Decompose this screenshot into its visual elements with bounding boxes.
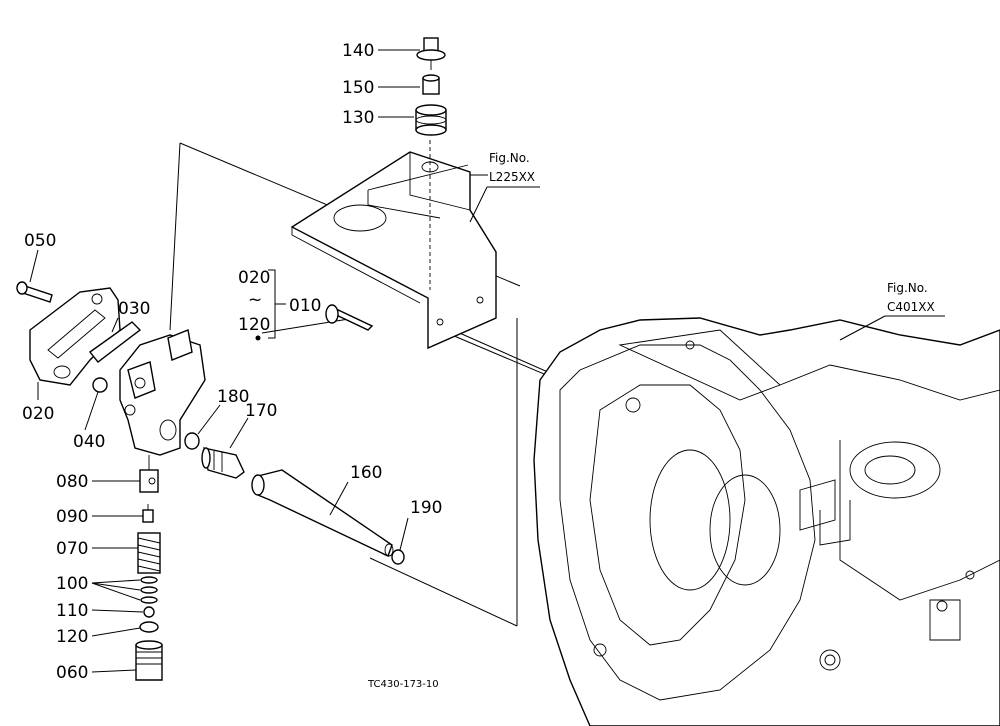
bolt-050	[16, 281, 53, 303]
label-040: 040	[73, 432, 105, 452]
label-160: 160	[350, 463, 382, 483]
drawing-code: TC430-173-10	[367, 679, 439, 690]
label-110: 110	[56, 601, 88, 621]
label-010: 010	[289, 296, 321, 316]
ring-110	[143, 606, 155, 618]
grommet-130	[415, 104, 447, 136]
label-100: 100	[56, 574, 88, 594]
label-150: 150	[342, 78, 374, 98]
pin-090	[142, 504, 154, 523]
label-030: 030	[118, 299, 150, 319]
transmission-housing	[533, 317, 1000, 726]
label-130: 130	[342, 108, 374, 128]
fig-ref-upper-code: L225XX	[489, 170, 535, 184]
figure-references: Fig.No. L225XX Fig.No. C401XX	[489, 151, 935, 314]
label-170: 170	[245, 401, 277, 421]
part-labels: 140 150 130 050 030 020 040 020 ~ 120 01…	[22, 41, 442, 683]
o-ring-190	[391, 549, 405, 565]
spring-070	[137, 532, 161, 574]
o-ring-040	[92, 377, 108, 393]
label-080: 080	[56, 472, 88, 492]
label-070: 070	[56, 539, 88, 559]
upper-bracket	[290, 140, 497, 350]
o-ring-180	[184, 432, 200, 450]
o-ring-030	[88, 321, 142, 363]
cover-020	[29, 287, 121, 386]
spool-080	[139, 455, 159, 493]
label-140: 140	[342, 41, 374, 61]
shims-100	[140, 576, 158, 604]
label-060: 060	[56, 663, 88, 683]
bracket-bolt	[325, 304, 374, 331]
o-ring-120	[139, 621, 159, 633]
label-180: 180	[217, 387, 249, 407]
label-120-range-end: 120	[238, 315, 270, 335]
label-020-range-start: 020	[238, 268, 270, 288]
bolt-140	[416, 37, 446, 70]
plug-060	[135, 640, 163, 681]
label-190: 190	[410, 498, 442, 518]
fitting-170	[201, 447, 245, 479]
label-090: 090	[56, 507, 88, 527]
valve-body	[119, 329, 206, 456]
pipe-160	[251, 469, 394, 557]
leader-lines	[29, 49, 945, 673]
fig-ref-right-code: C401XX	[887, 300, 935, 314]
label-120: 120	[56, 627, 88, 647]
collar-150	[422, 74, 440, 95]
label-050: 050	[24, 231, 56, 251]
label-tilde: ~	[248, 290, 262, 310]
fig-ref-right-title: Fig.No.	[887, 281, 928, 295]
fig-ref-upper-title: Fig.No.	[489, 151, 530, 165]
label-020: 020	[22, 404, 54, 424]
